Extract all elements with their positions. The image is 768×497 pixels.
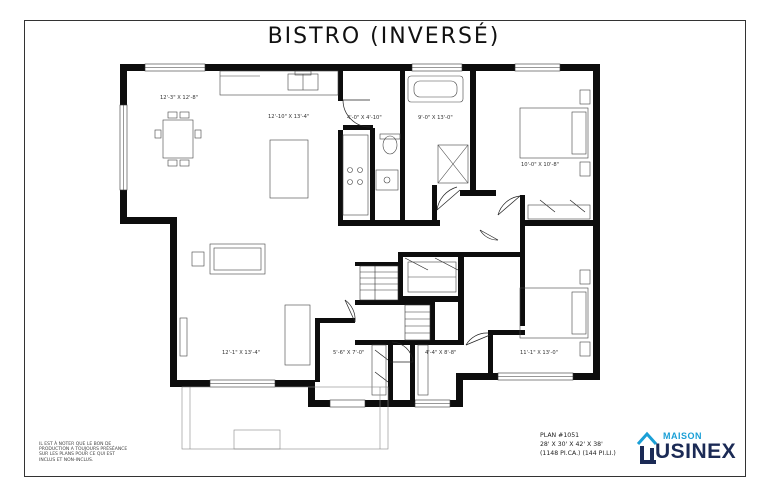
bath-bottom-wall-mid xyxy=(432,185,437,226)
sofa-side xyxy=(284,304,311,366)
shower xyxy=(437,144,469,184)
bathtub xyxy=(407,75,464,103)
toilet xyxy=(382,135,398,155)
bath-right-wall xyxy=(470,71,476,196)
plan-number: PLAN #1051 xyxy=(540,432,580,439)
entry-jog-wall xyxy=(308,380,315,407)
hall-closet-top xyxy=(398,252,464,257)
furniture xyxy=(154,70,591,396)
vanity xyxy=(375,169,399,191)
right-jog-wall xyxy=(456,373,463,407)
plan-area: (1148 PI.CA.) (144 PI.LI.) xyxy=(540,450,616,457)
bedroom-top-label: 10'-0" X 10'-8" xyxy=(521,162,559,168)
pantry-right-wall xyxy=(370,128,375,226)
closet-label: 4'-0" X 4'-10" xyxy=(347,115,382,121)
left-step-wall xyxy=(120,217,177,224)
bed-top xyxy=(519,107,589,159)
pantry-left-wall xyxy=(338,130,343,225)
stairs xyxy=(359,265,431,341)
hall-closet-left xyxy=(398,252,403,302)
dining-table xyxy=(162,119,194,159)
right-wall xyxy=(593,64,600,380)
entry-top-wall xyxy=(315,318,355,323)
pantry-bottom-wall xyxy=(338,220,400,226)
tv-unit xyxy=(179,317,188,357)
laundry-label: 4'-4" X 8'-8" xyxy=(425,350,456,356)
hall-closet-bottom xyxy=(398,296,464,302)
living-label: 12'-1" X 13'-4" xyxy=(222,350,260,356)
top-wall xyxy=(120,64,600,71)
bottom-mid-wall xyxy=(308,400,463,407)
bedroom-bottom-label: 11'-1" X 13'-0" xyxy=(520,350,558,356)
closet-bottom-wall xyxy=(343,125,373,130)
bedroom-bottom-left-wall xyxy=(520,226,525,326)
plan-dimensions: 28' X 30' X 42' X 38' xyxy=(540,441,603,448)
room-labels: 12'-3" X 12'-8" 12'-10" X 13'-4" 4'-0" X… xyxy=(160,95,559,356)
interior-walls xyxy=(315,71,593,402)
logo-line2: USINEX xyxy=(655,440,737,463)
closet-left-wall xyxy=(338,71,343,101)
bedroom-top-bottom-wall xyxy=(520,220,593,226)
plan-info: PLAN #1051 28' X 30' X 42' X 38' (1148 P… xyxy=(540,431,616,458)
bath-corner xyxy=(460,190,476,196)
plan-title: BISTRO (INVERSÉ) xyxy=(267,24,501,49)
kitchen-counter xyxy=(219,70,339,96)
disclaimer-note: IL EST À NOTER QUE LE BON DE PRODUCTION … xyxy=(39,442,128,463)
porch xyxy=(181,386,389,450)
entry-left-wall xyxy=(315,318,320,382)
logo-line1: MAISON xyxy=(663,431,702,441)
bed-bottom xyxy=(519,287,589,339)
sofa xyxy=(209,243,266,275)
maison-usinex-logo: MAISON USINEX xyxy=(636,428,736,468)
kitchen-label: 12'-10" X 13'-4" xyxy=(268,114,309,120)
house-icon xyxy=(636,431,658,464)
entry-label: 5'-6" X 7'-0" xyxy=(333,350,364,356)
closet-top xyxy=(527,204,591,220)
bedroom-top-closet xyxy=(520,195,525,226)
kitchen-island xyxy=(269,139,309,199)
left-lower-wall xyxy=(170,217,177,387)
dining-label: 12'-3" X 12'-8" xyxy=(160,95,198,101)
pantry-counter xyxy=(342,134,369,216)
bathroom-label: 9'-0" X 13'-0" xyxy=(418,115,453,121)
bath-left-wall xyxy=(400,71,405,226)
laundry-right-wall xyxy=(458,300,464,340)
bath-bottom-left xyxy=(400,220,440,226)
laundry-left-wall xyxy=(410,340,415,402)
